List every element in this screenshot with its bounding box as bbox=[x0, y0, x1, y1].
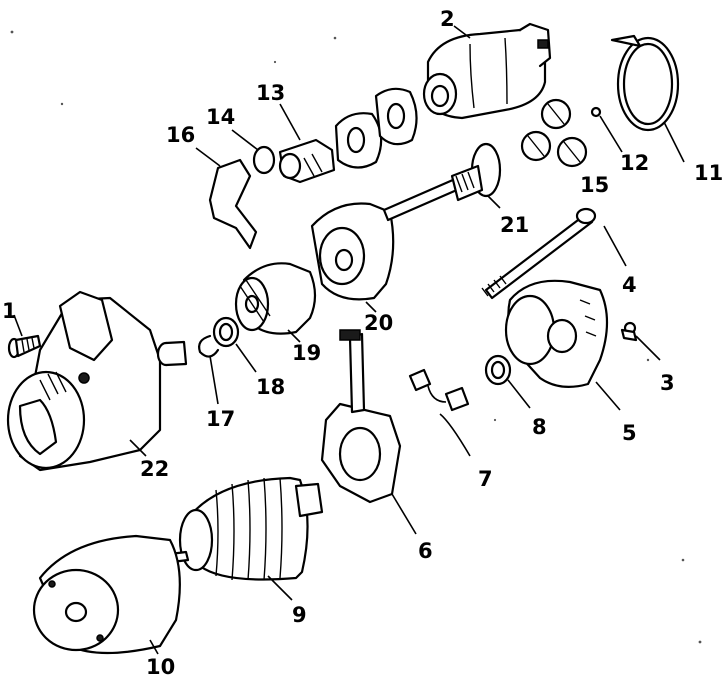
callout-4: 4 bbox=[622, 273, 637, 297]
part-14-washer bbox=[231, 129, 276, 175]
part-18-stop-collar bbox=[212, 316, 257, 373]
part-12-ball bbox=[590, 106, 623, 153]
callout-11: 11 bbox=[694, 161, 723, 185]
callout-3: 3 bbox=[660, 371, 675, 395]
callout-10: 10 bbox=[146, 655, 175, 678]
part-2-solenoid bbox=[422, 22, 552, 120]
part-9-armature bbox=[168, 476, 324, 601]
callout-labels: 1 2 3 4 5 6 7 8 9 10 11 12 13 14 15 16 1… bbox=[2, 7, 723, 678]
callout-7: 7 bbox=[478, 467, 493, 491]
part-3-screw bbox=[620, 321, 661, 361]
solenoid-gaskets bbox=[334, 87, 418, 169]
part-17-snap-ring bbox=[198, 334, 220, 405]
part-7-brush bbox=[408, 368, 471, 457]
callout-9: 9 bbox=[292, 603, 307, 627]
part-4-through-bolt bbox=[481, 207, 627, 300]
callout-21: 21 bbox=[500, 213, 529, 237]
part-16-shift-fork bbox=[195, 147, 258, 250]
callout-14: 14 bbox=[206, 105, 235, 129]
callout-2: 2 bbox=[440, 7, 455, 31]
callout-15: 15 bbox=[580, 173, 609, 197]
callout-6: 6 bbox=[418, 539, 433, 563]
part-1-bolt bbox=[7, 314, 42, 359]
part-22-front-housing bbox=[6, 290, 162, 472]
callout-5: 5 bbox=[622, 421, 637, 445]
callout-22: 22 bbox=[140, 457, 169, 481]
part-21-planetary-shaft bbox=[382, 142, 502, 222]
part-20-gear-housing bbox=[310, 202, 395, 313]
part-10-end-cover bbox=[32, 534, 181, 655]
part-13-lever-block bbox=[278, 103, 336, 184]
callout-1: 1 bbox=[2, 299, 17, 323]
part-6-brush-holder bbox=[320, 329, 417, 535]
part-5-yoke-housing bbox=[504, 279, 621, 411]
callout-19: 19 bbox=[292, 341, 321, 365]
part-15-planetary-gears bbox=[520, 98, 588, 168]
callout-20: 20 bbox=[364, 311, 393, 335]
part-8-bushing bbox=[484, 354, 531, 409]
part-11-ring bbox=[610, 34, 685, 163]
part-19-overrunning-clutch bbox=[234, 262, 317, 343]
callout-13: 13 bbox=[256, 81, 285, 105]
spacer-bushing bbox=[156, 340, 188, 367]
callout-16: 16 bbox=[166, 123, 195, 147]
callout-17: 17 bbox=[206, 407, 235, 431]
callout-12: 12 bbox=[620, 151, 649, 175]
callout-18: 18 bbox=[256, 375, 285, 399]
callout-8: 8 bbox=[532, 415, 547, 439]
